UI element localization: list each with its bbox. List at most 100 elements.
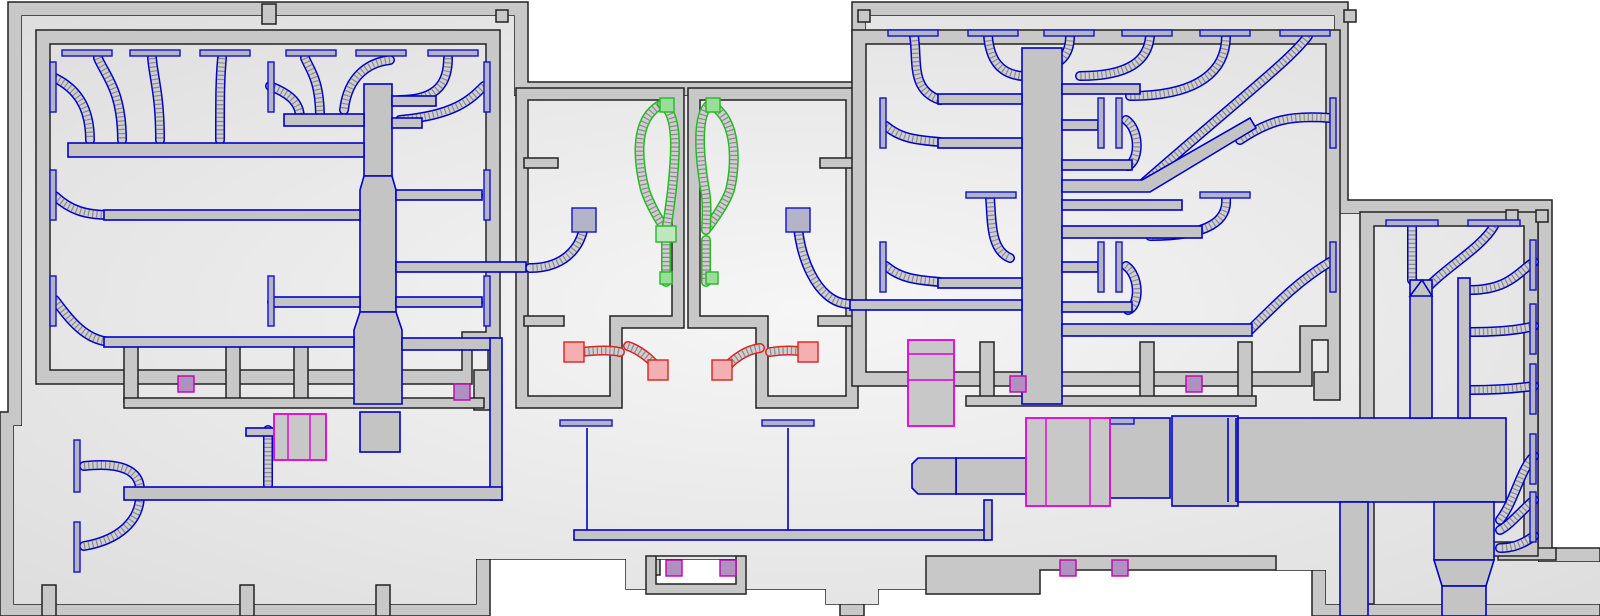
left-branch-9: [395, 296, 483, 308]
wall-bottom-pocket-right: [925, 555, 1277, 595]
wall-left-stub-2: [225, 345, 241, 403]
wall-right-bottom: [965, 395, 1257, 407]
register-r-12: [1199, 191, 1251, 199]
return-grille-4: [797, 341, 819, 363]
wall-bay-3: [375, 584, 391, 616]
register-fr-4: [1529, 303, 1537, 355]
wall-post-2: [495, 9, 509, 23]
register-r-8: [1329, 97, 1337, 149]
exhaust-grille-3: [659, 271, 673, 285]
far-right-riser-1: [1409, 279, 1433, 419]
register-r-3: [1043, 29, 1095, 37]
register-l-13: [267, 275, 275, 327]
register-fr-3: [1529, 239, 1537, 291]
wall-left-stub-3: [293, 345, 309, 403]
register-l-8: [267, 61, 275, 113]
exhaust-junction: [655, 225, 677, 243]
floor-grille-8: [1111, 559, 1129, 577]
register-l-1: [61, 49, 113, 57]
ahu-main-box: [1171, 415, 1239, 507]
left-branch-5: [103, 209, 361, 221]
return-system: [563, 341, 819, 381]
right-branch-10: [937, 277, 1023, 289]
left-riser: [489, 337, 503, 501]
register-r-14: [1329, 241, 1337, 293]
register-l-2: [129, 49, 181, 57]
floor-grille-3: [1009, 375, 1027, 393]
register-l-6: [427, 49, 479, 57]
register-l-12: [49, 275, 57, 327]
left-branch-1: [67, 142, 365, 158]
wall-bay-1: [41, 584, 57, 616]
register-c-1: [559, 419, 613, 427]
right-branch-4: [937, 137, 1023, 149]
equipment-unit-left: [273, 413, 327, 461]
register-l-7: [49, 61, 57, 113]
register-r-10: [1115, 97, 1123, 149]
right-branch-11: [1061, 301, 1133, 313]
wall-left-bottom: [123, 397, 485, 409]
register-fr-7: [1529, 491, 1537, 543]
wall-left-room: [35, 29, 501, 411]
register-r-13: [879, 241, 887, 293]
floor-grille-4: [1185, 375, 1203, 393]
flex-lower-left: [79, 425, 273, 551]
right-branch-5: [1061, 159, 1133, 171]
right-branch-9: [1061, 261, 1099, 273]
left-trunk-outlet: [359, 411, 401, 453]
wall-right-stub-4: [1237, 341, 1253, 399]
wall-post-4: [1343, 9, 1357, 23]
ahu-drop-right: [1433, 501, 1495, 561]
lower-left-main: [123, 486, 503, 501]
register-r-16: [1115, 241, 1123, 293]
left-branch-10: [103, 336, 355, 348]
ceiling-diffuser-2: [785, 207, 811, 233]
register-l-4: [285, 49, 337, 57]
left-branch-8: [271, 296, 361, 308]
right-branch-2: [1061, 83, 1141, 95]
register-fr-1: [1385, 219, 1439, 227]
right-branch-1: [937, 93, 1023, 105]
left-trunk-upper: [363, 83, 393, 177]
wall-bay-2: [239, 584, 255, 616]
wall-right-stub-3: [1139, 341, 1155, 399]
wall-right-room: [851, 29, 1341, 401]
exhaust-grille-1: [659, 97, 675, 113]
left-branch-4: [391, 117, 423, 129]
right-branch-8: [1061, 225, 1203, 239]
register-fr-6: [1529, 433, 1537, 485]
exhaust-grille-2: [705, 97, 721, 113]
supply-ducts: [67, 47, 1507, 616]
ceiling-diffuser-1: [571, 207, 597, 233]
wall-mid-stub-1: [523, 157, 559, 169]
wall-bottom-pocket-left: [645, 555, 747, 595]
register-r-15: [1097, 241, 1105, 293]
left-branch-3: [391, 95, 437, 107]
supply-registers: [49, 29, 1537, 573]
register-l-11: [483, 169, 491, 221]
center-lower-main: [573, 529, 989, 541]
far-right-riser-2: [1457, 277, 1471, 419]
floor-grille-7: [1059, 559, 1077, 577]
register-l-3: [199, 49, 251, 57]
left-branch-2: [283, 113, 365, 127]
right-branch-13: [849, 299, 1023, 311]
left-trunk-lower: [353, 311, 403, 405]
left-trunk-mid: [359, 175, 397, 313]
exhaust-system: [634, 97, 739, 287]
floor-grille-5: [665, 559, 683, 577]
ahu-inlet-cap: [911, 457, 957, 495]
exhaust-grille-4: [705, 271, 719, 285]
ahu-connector: [1105, 417, 1171, 499]
ahu-main-duct: [1237, 417, 1507, 503]
register-ll-2: [73, 521, 81, 573]
register-fr-5: [1529, 363, 1537, 415]
register-r-7: [879, 97, 887, 149]
wall-post-5: [1535, 209, 1549, 223]
register-r-6: [1279, 29, 1331, 37]
wall-post-1: [261, 3, 277, 25]
wall-mid-stub-3: [523, 315, 565, 327]
equipment-unit-mid: [907, 339, 955, 427]
